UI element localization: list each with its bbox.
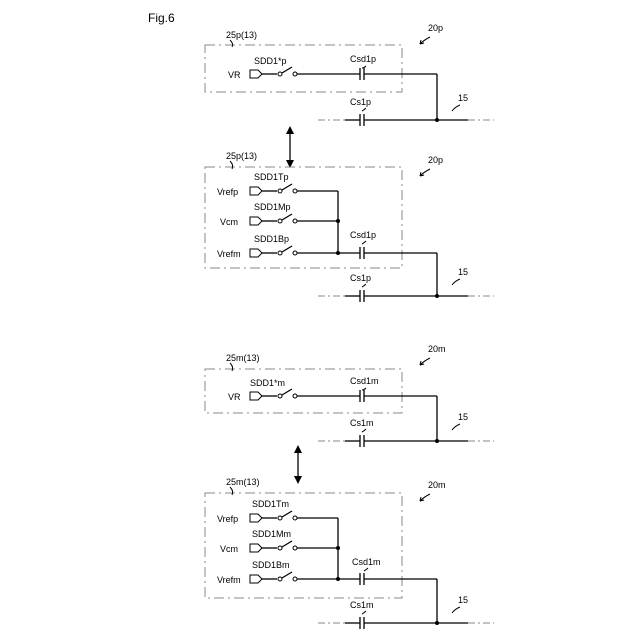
capacitor-label: Csd1m bbox=[350, 376, 379, 386]
input-label: VR bbox=[228, 392, 241, 402]
switch-label: SDD1*m bbox=[250, 378, 285, 388]
capacitor-label: Csd1p bbox=[350, 230, 376, 240]
unit-label: 25p(13) bbox=[226, 30, 257, 40]
input-label: Vcm bbox=[220, 217, 238, 227]
panel-m-multi: 25m(13) 20m Vrefp SDD1Tm Vcm SDD1Mm Vref… bbox=[205, 477, 494, 629]
input-terminal-icon bbox=[250, 70, 262, 78]
capacitor-icon bbox=[360, 68, 364, 80]
line-label: 15 bbox=[458, 267, 468, 277]
input-label: Vrefm bbox=[217, 575, 241, 585]
line-label: 15 bbox=[458, 93, 468, 103]
switch-label: SDD1Tm bbox=[252, 499, 289, 509]
unit-label: 25p(13) bbox=[226, 151, 257, 161]
figure-label: Fig.6 bbox=[148, 11, 175, 25]
switch-label: SDD1Mm bbox=[252, 529, 291, 539]
double-arrow-icon bbox=[294, 445, 302, 484]
capacitor-label: Csd1p bbox=[350, 54, 376, 64]
panel-p-multi: 25p(13) 20p Vrefp SDD1Tp Vcm SDD1Mp Vref… bbox=[205, 151, 494, 302]
line-label: 15 bbox=[458, 595, 468, 605]
switch-contact-icon bbox=[278, 72, 282, 76]
panel-p-single: 25p(13) 20p VR SDD1*p Csd1p Cs1p 15 bbox=[205, 23, 494, 126]
capacitor-label: Cs1m bbox=[350, 418, 374, 428]
input-label: Vrefp bbox=[217, 514, 238, 524]
input-label: Vrefm bbox=[217, 249, 241, 259]
junction-icon bbox=[435, 118, 439, 122]
unit-label: 25m(13) bbox=[226, 477, 260, 487]
switch-label: SDD1Tp bbox=[254, 172, 289, 182]
unit-label: 25m(13) bbox=[226, 353, 260, 363]
ref-label: 20p bbox=[428, 23, 443, 33]
panel-m-single: 25m(13) 20m VR SDD1*m Csd1m Cs1m 15 bbox=[205, 344, 494, 447]
switch-arm-icon bbox=[282, 67, 292, 73]
switch-label: SDD1Bm bbox=[252, 560, 290, 570]
input-label: Vrefp bbox=[217, 187, 238, 197]
double-arrow-icon bbox=[286, 126, 294, 168]
switch-label: SDD1*p bbox=[254, 56, 287, 66]
ref-label: 20m bbox=[428, 344, 446, 354]
switch-label: SDD1Mp bbox=[254, 202, 291, 212]
ref-leader-icon bbox=[420, 37, 430, 44]
unit-leader bbox=[230, 40, 233, 47]
unit-box bbox=[205, 45, 402, 92]
capacitor-label: Csd1m bbox=[352, 557, 381, 567]
capacitor-label: Cs1p bbox=[350, 97, 371, 107]
switch-label: SDD1Bp bbox=[254, 234, 289, 244]
input-label: Vcm bbox=[220, 544, 238, 554]
input-label: VR bbox=[228, 70, 241, 80]
capacitor-label: Cs1p bbox=[350, 273, 371, 283]
ref-label: 20p bbox=[428, 155, 443, 165]
capacitor-label: Cs1m bbox=[350, 600, 374, 610]
ref-label: 20m bbox=[428, 480, 446, 490]
line-label: 15 bbox=[458, 412, 468, 422]
